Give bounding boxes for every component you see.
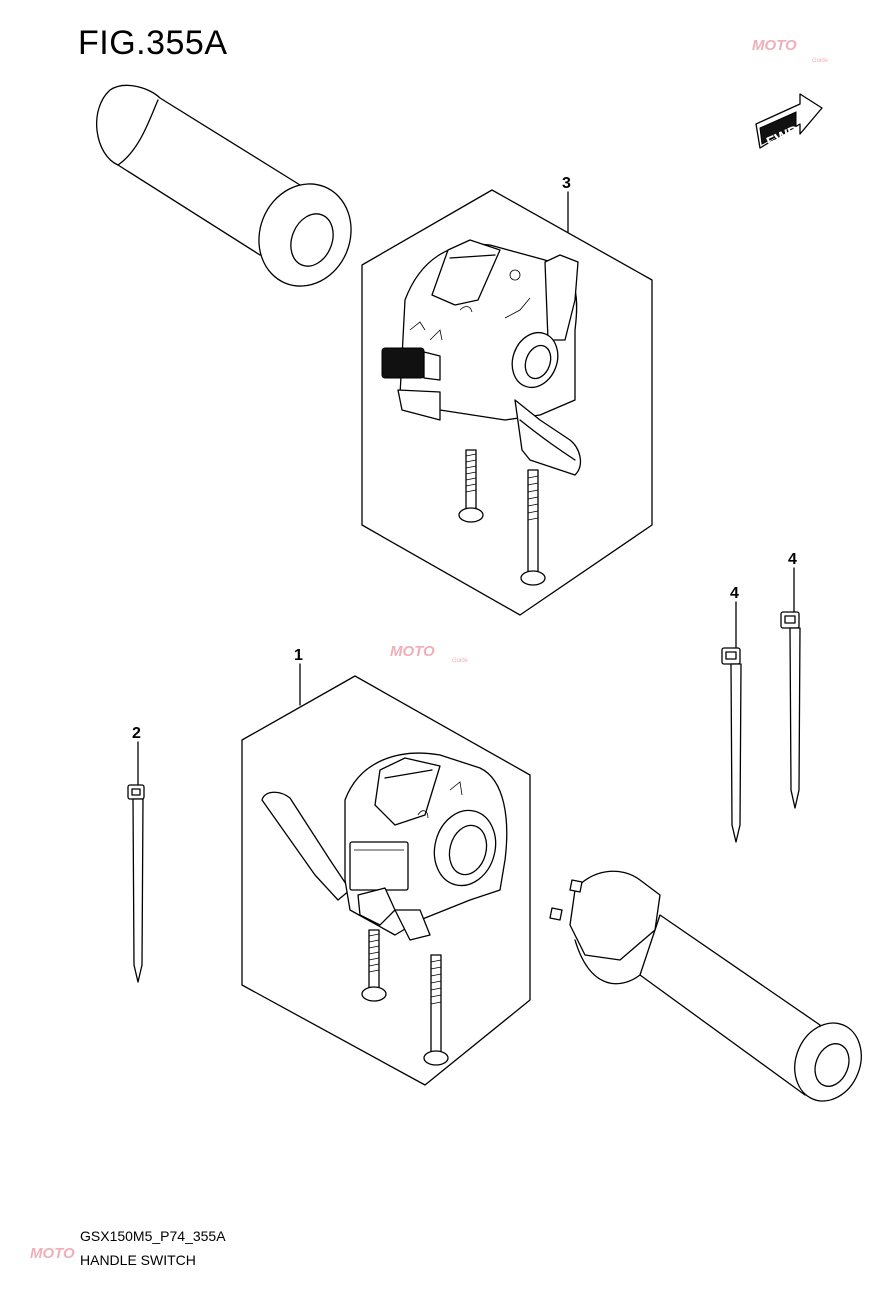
watermark-center: MOTO Guide (390, 643, 469, 664)
left-handle-grip (96, 84, 352, 287)
watermark-top-right: MOTO Guide (752, 37, 829, 64)
watermark-text: MOTO (390, 643, 435, 660)
figure-name: HANDLE SWITCH (80, 1252, 196, 1268)
screw-short-bottom (361, 929, 387, 1002)
fwd-arrow-icon: FWD (755, 93, 823, 152)
watermark-text: MOTO (30, 1245, 75, 1262)
watermark-sub: Guide (452, 658, 469, 664)
callout-label: 4 (730, 585, 739, 602)
callout-label: 3 (562, 175, 571, 192)
watermark-bottom-left: MOTO (30, 1245, 75, 1262)
watermark-sub: Guide (812, 58, 829, 64)
figure-code: GSX150M5_P74_355A (80, 1228, 226, 1244)
callout-label: 2 (132, 725, 141, 742)
right-switch-assembly (381, 239, 582, 476)
callout-1: 1 (294, 647, 303, 706)
figure-title: FIG.355A (78, 24, 228, 62)
callout-label: 4 (788, 551, 797, 568)
part-1-group-outline (241, 675, 531, 1086)
left-switch-assembly (261, 752, 508, 941)
cable-tie-2: 2 (127, 725, 145, 983)
cable-tie-4a: 4 (721, 585, 742, 843)
cable-tie-4b: 4 (780, 551, 801, 809)
screw-long-bottom (423, 954, 449, 1066)
screw-short-top (458, 449, 484, 523)
watermark-text: MOTO (752, 37, 797, 54)
throttle-grip (549, 870, 862, 1102)
callout-3: 3 (562, 175, 571, 233)
part-3-group-outline (361, 189, 653, 616)
screw-long-top (520, 469, 546, 586)
callout-label: 1 (294, 647, 303, 664)
